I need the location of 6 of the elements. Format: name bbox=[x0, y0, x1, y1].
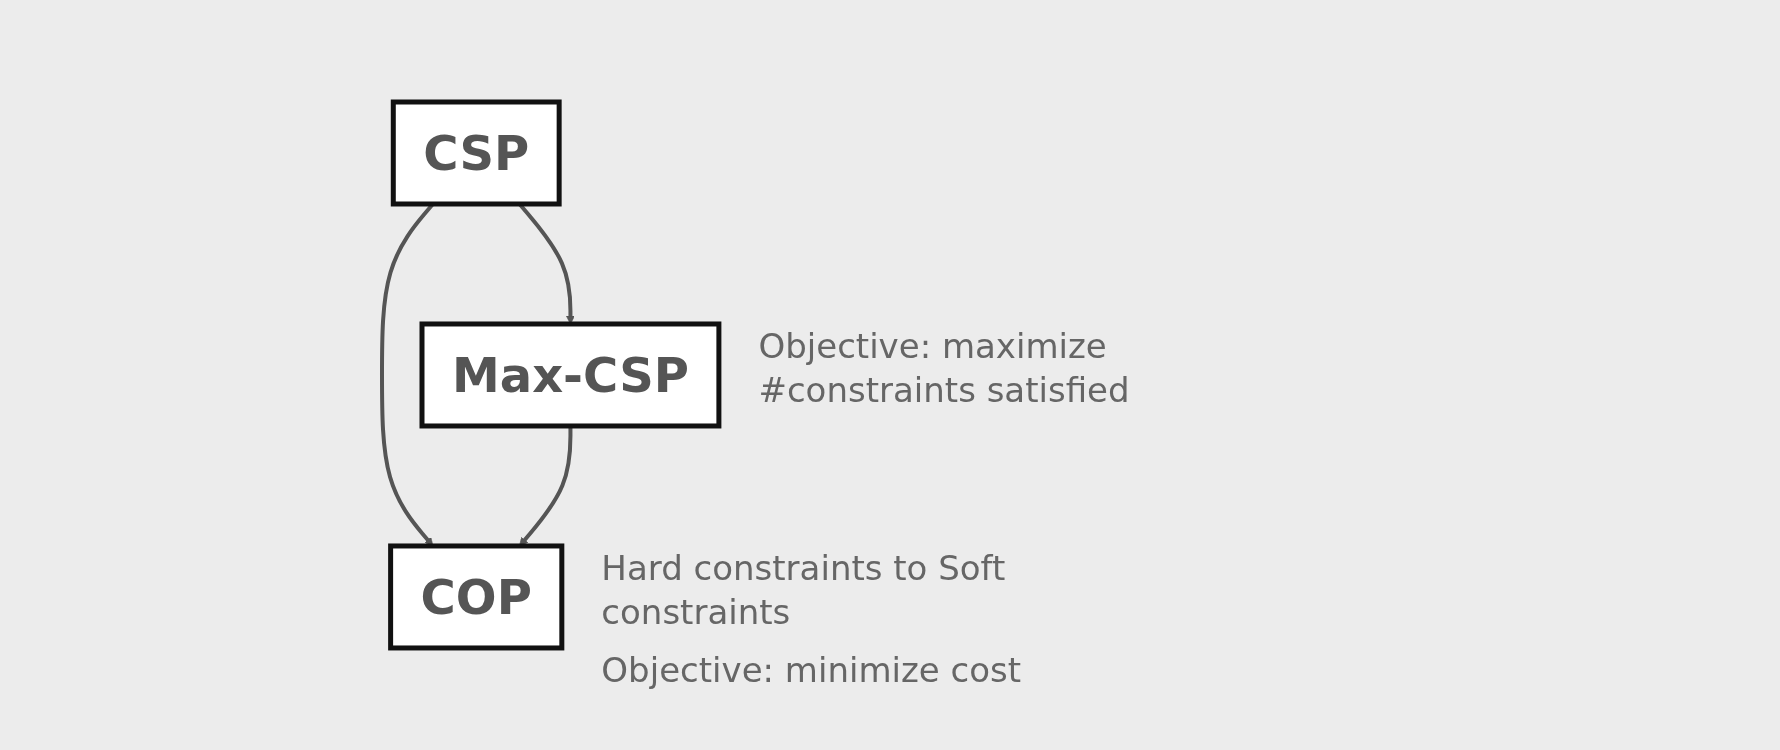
node-box: Max-CSP bbox=[419, 321, 721, 429]
bullet-text: Objective: minimize cost bbox=[601, 649, 1023, 693]
bullet-text: Hard constraints to Soft constraints bbox=[601, 547, 1007, 635]
bullet-text: Objective: maximize #constraints satisfied bbox=[758, 325, 1131, 413]
node-box: COP bbox=[387, 543, 564, 651]
node-box: CSP bbox=[390, 99, 562, 207]
